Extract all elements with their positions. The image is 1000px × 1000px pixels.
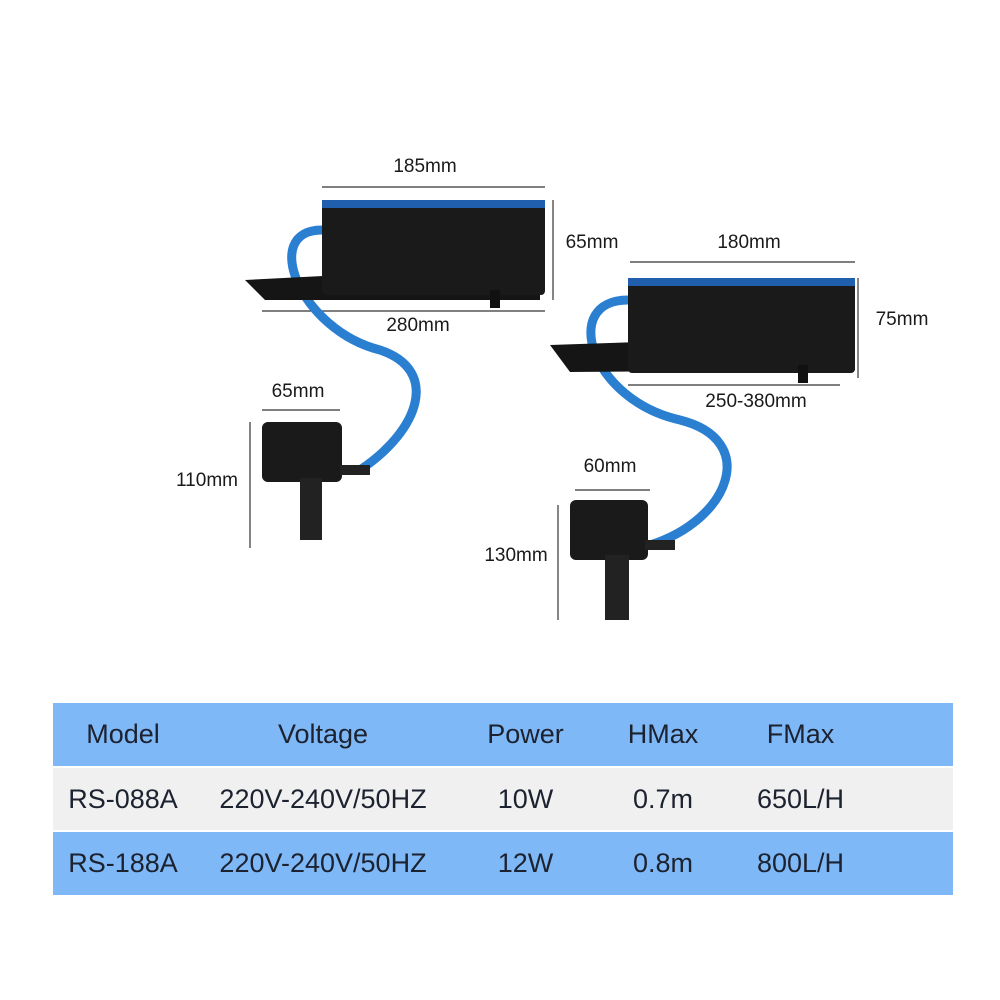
dimension-lines <box>249 186 859 620</box>
right-pump-width-label: 60mm <box>583 456 637 477</box>
table-row: RS-188A 220V-240V/50HZ 12W 0.8m 800L/H <box>53 832 953 895</box>
product-illustration <box>245 186 859 620</box>
table-header: Model Voltage Power HMax FMax <box>53 703 953 766</box>
right-top-width-label: 180mm <box>717 232 781 253</box>
table-row: RS-088A 220V-240V/50HZ 10W 0.7m 650L/H <box>53 768 953 830</box>
cell-hmax: 0.7m <box>632 783 694 814</box>
filter-box-left <box>245 200 545 540</box>
right-bottom-width-label: 250-380mm <box>705 391 807 412</box>
right-pump-height-label: 130mm <box>484 545 548 566</box>
filter-box-right <box>550 278 855 620</box>
left-top-width-label: 185mm <box>393 156 457 177</box>
header-fmax: FMax <box>766 719 835 749</box>
left-height-label: 65mm <box>565 232 619 253</box>
header-power: Power <box>487 719 564 749</box>
header-model: Model <box>86 719 160 749</box>
cell-voltage: 220V-240V/50HZ <box>219 848 427 878</box>
cell-model: RS-088A <box>68 783 178 814</box>
spec-table: Model Voltage Power HMax FMax RS-088A 22… <box>53 703 953 895</box>
cell-power: 12W <box>497 848 554 878</box>
cell-fmax: 800L/H <box>756 848 845 878</box>
cell-fmax: 650L/H <box>756 783 845 814</box>
header-hmax: HMax <box>627 719 699 749</box>
cell-voltage: 220V-240V/50HZ <box>219 783 427 814</box>
left-pump-width-label: 65mm <box>271 381 325 402</box>
left-pump-height-label: 110mm <box>176 470 238 491</box>
cell-power: 10W <box>497 783 554 814</box>
header-voltage: Voltage <box>277 719 369 749</box>
right-height-label: 75mm <box>875 309 929 330</box>
left-bottom-width-label: 280mm <box>386 315 450 336</box>
cell-model: RS-188A <box>68 848 178 878</box>
cell-hmax: 0.8m <box>632 848 694 878</box>
